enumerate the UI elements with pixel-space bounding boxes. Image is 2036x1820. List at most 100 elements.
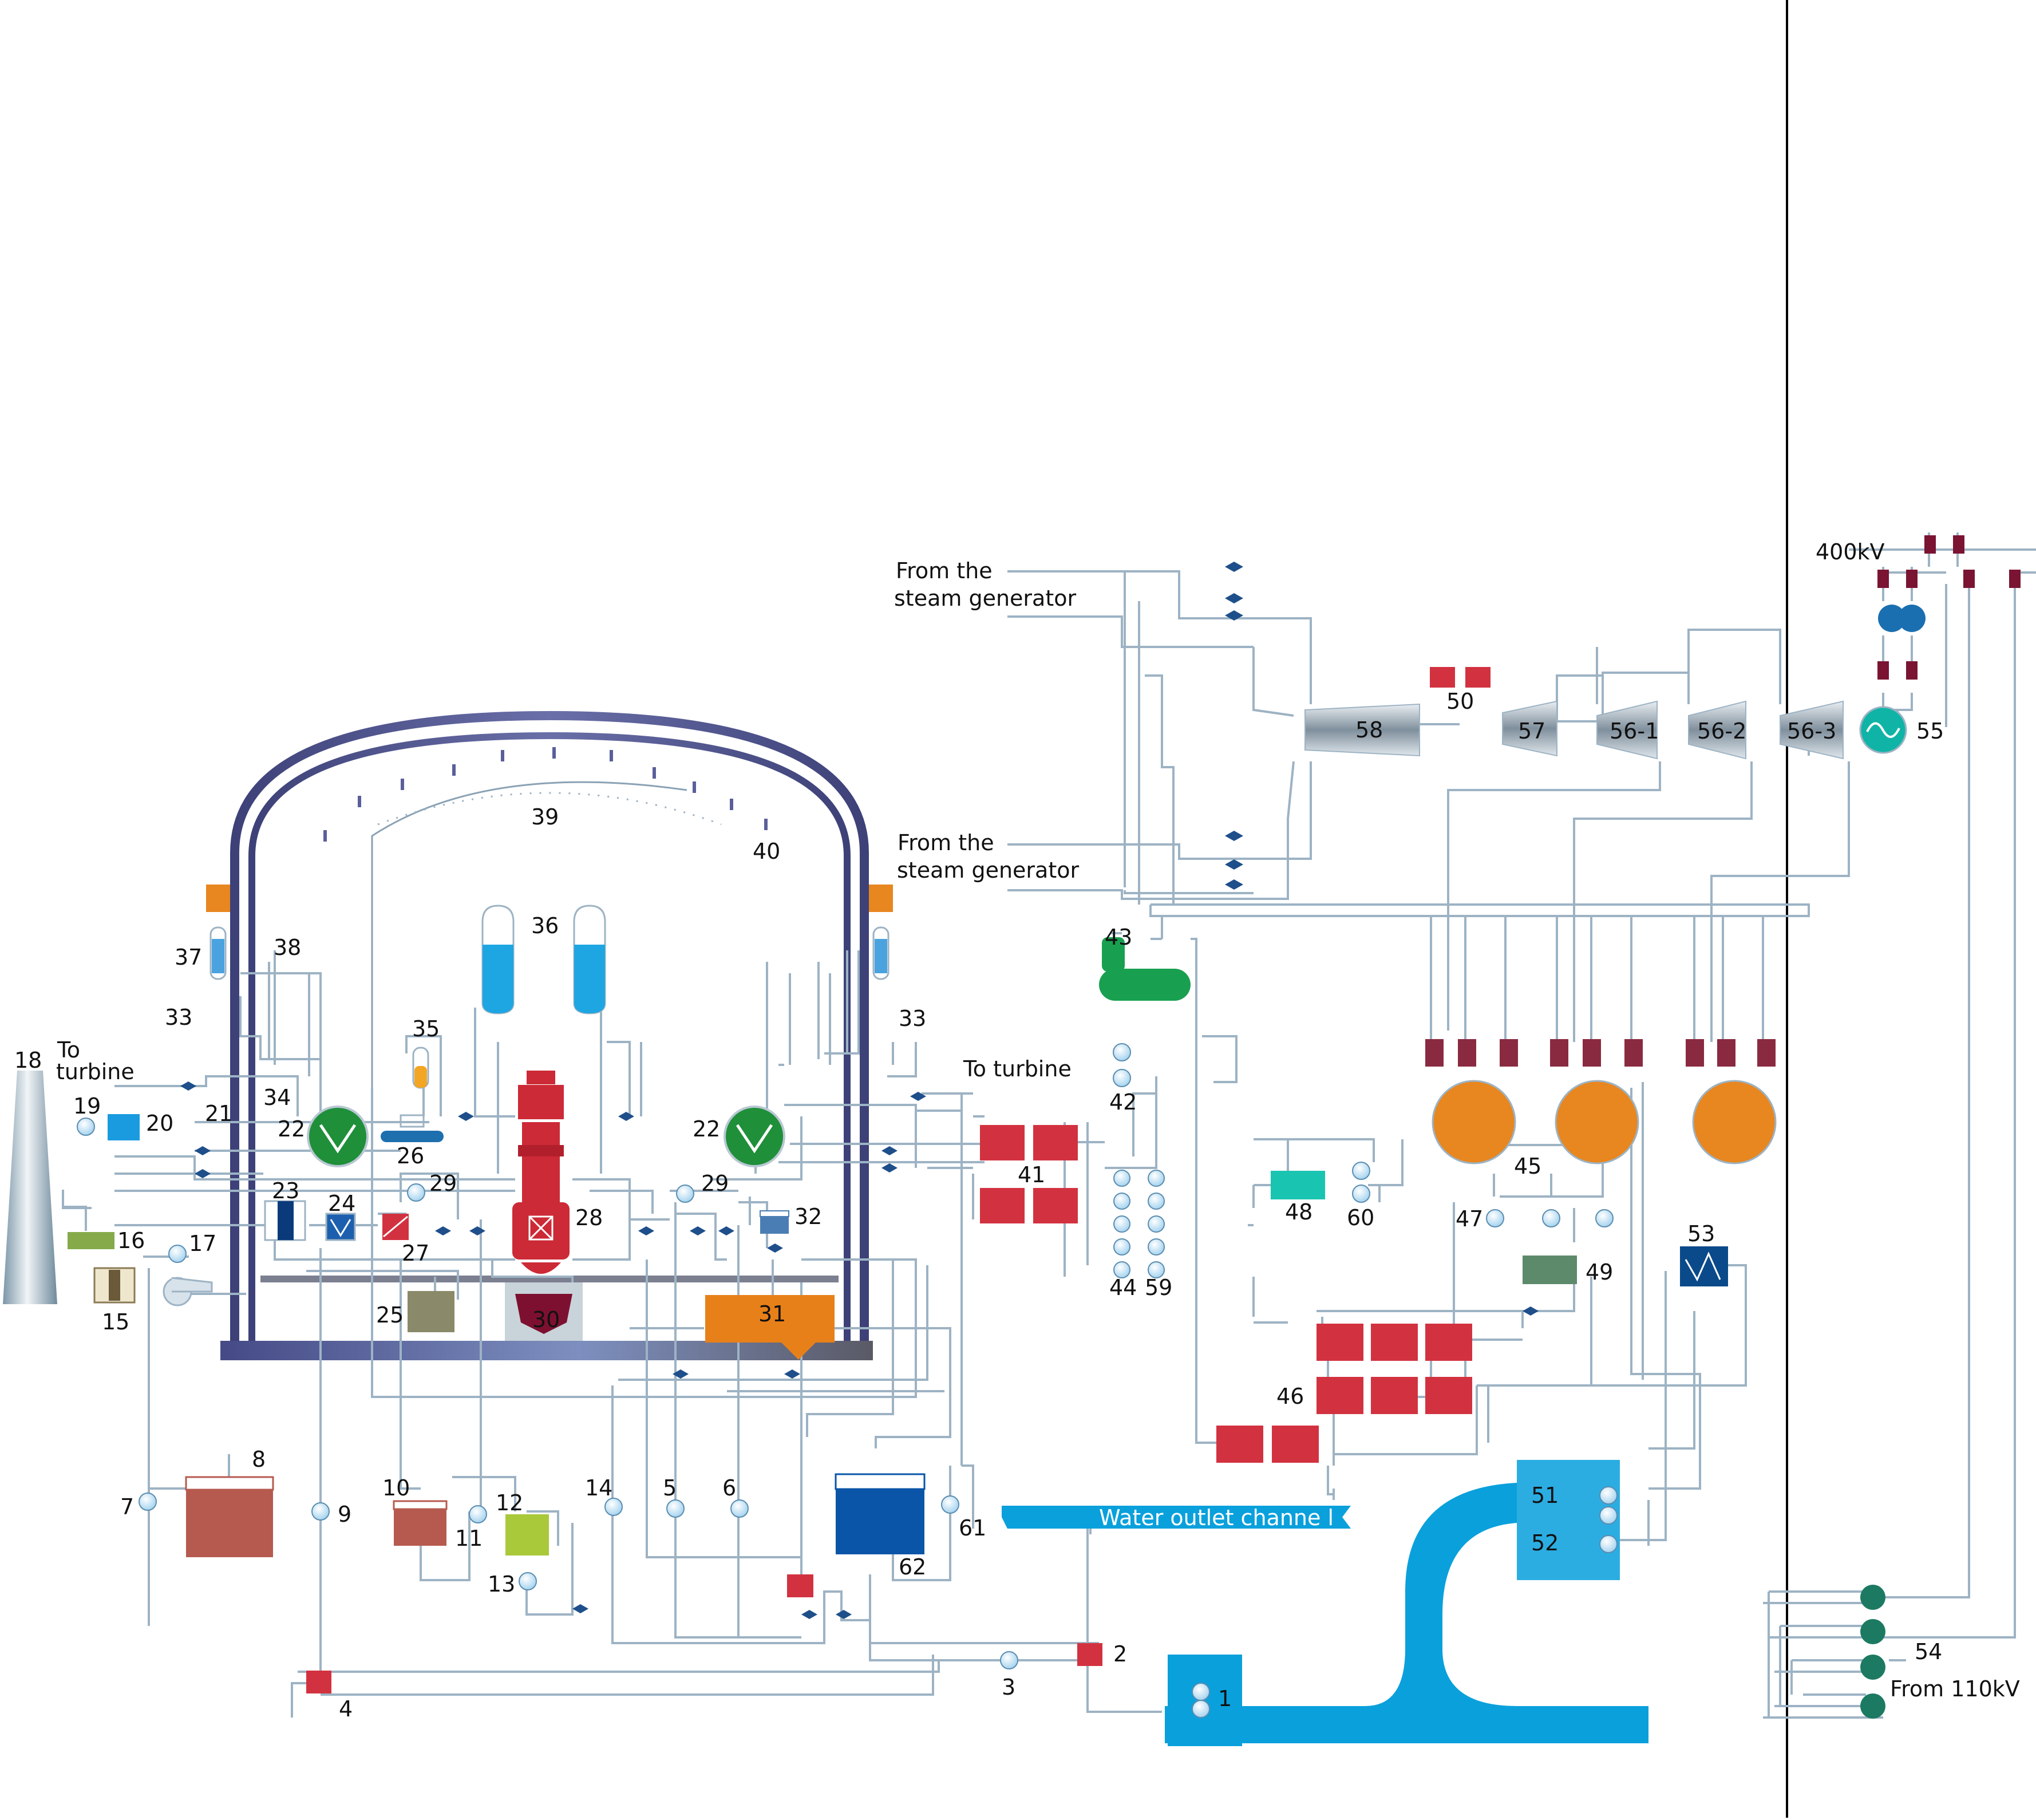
label-from-110kv: From 110kV [1890, 1676, 2020, 1701]
num-41: 41 [1018, 1162, 1045, 1187]
heat-exchanger-bottom [787, 1574, 813, 1597]
num-62: 62 [899, 1554, 926, 1580]
num-40: 40 [753, 839, 780, 864]
num-10: 10 [382, 1475, 410, 1501]
num-20: 20 [146, 1111, 173, 1136]
condenser-45-3 [1693, 1081, 1776, 1163]
condenser-45-2 [1556, 1081, 1638, 1163]
num-25: 25 [376, 1302, 404, 1328]
num-32: 32 [794, 1204, 822, 1229]
num-52: 52 [1531, 1530, 1559, 1556]
num-56-1: 56-1 [1610, 718, 1659, 744]
num-6: 6 [722, 1475, 736, 1501]
num-33-left: 33 [165, 1005, 192, 1030]
heat-exchanger-4 [306, 1671, 331, 1693]
num-12: 12 [496, 1490, 523, 1515]
reheater-50-a [1430, 667, 1455, 688]
num-39: 39 [531, 804, 559, 830]
relief-tank-26 [381, 1131, 444, 1142]
num-28: 28 [575, 1205, 603, 1230]
num-14: 14 [585, 1475, 612, 1501]
steam-generator-22-left [308, 1107, 367, 1166]
pump-bank-44-59 [1114, 1170, 1164, 1278]
num-1: 1 [1218, 1686, 1232, 1711]
num-26: 26 [397, 1143, 424, 1168]
num-45: 45 [1514, 1154, 1541, 1179]
transformer-right [1898, 605, 1926, 632]
num-3: 3 [1002, 1675, 1015, 1700]
num-15: 15 [102, 1309, 129, 1335]
num-59: 59 [1145, 1275, 1172, 1300]
num-33-right: 33 [899, 1006, 926, 1031]
tank-48 [1271, 1171, 1325, 1199]
num-57: 57 [1518, 718, 1545, 744]
cooling-tank-37-top-left [206, 885, 230, 912]
num-13: 13 [488, 1572, 515, 1597]
num-53: 53 [1687, 1221, 1715, 1246]
label-water-outlet: Water outlet channe l [1099, 1505, 1334, 1530]
num-50: 50 [1446, 689, 1474, 714]
num-36: 36 [531, 913, 559, 938]
num-55: 55 [1916, 718, 1944, 744]
num-5: 5 [663, 1475, 677, 1501]
num-48: 48 [1285, 1199, 1312, 1225]
num-35: 35 [412, 1016, 440, 1041]
num-56-3: 56-3 [1787, 718, 1836, 744]
label-to-turbine-right: To turbine [963, 1056, 1072, 1081]
heat-exchanger-53 [1680, 1246, 1728, 1286]
label-to-turbine-left-line2: turbine [56, 1059, 135, 1084]
filter-16 [68, 1232, 114, 1249]
num-27: 27 [402, 1241, 429, 1266]
num-61: 61 [959, 1515, 986, 1541]
label-from-sg-2-line1: From the [898, 830, 994, 855]
num-46: 46 [1276, 1384, 1304, 1409]
num-58: 58 [1355, 717, 1383, 743]
num-22-right: 22 [693, 1116, 720, 1142]
num-18: 18 [14, 1048, 42, 1073]
num-44: 44 [1109, 1275, 1137, 1300]
tank-49 [1523, 1256, 1577, 1284]
num-43: 43 [1105, 925, 1132, 950]
num-29-right: 29 [701, 1171, 729, 1196]
num-29-left: 29 [429, 1171, 457, 1196]
condenser-piping [922, 933, 1746, 1546]
num-42: 42 [1109, 1089, 1137, 1115]
cooling-tank-37-top-right [869, 885, 893, 912]
heaters-46 [1216, 1324, 1472, 1463]
num-11: 11 [455, 1526, 483, 1551]
num-31: 31 [758, 1301, 786, 1326]
num-19: 19 [73, 1093, 101, 1119]
num-22-left: 22 [278, 1116, 305, 1142]
condenser-45-1 [1433, 1081, 1515, 1163]
num-9: 9 [338, 1502, 351, 1527]
num-51: 51 [1531, 1483, 1559, 1508]
label-from-sg-2-line2: steam generator [897, 858, 1079, 883]
num-21: 21 [205, 1101, 232, 1126]
num-47: 47 [1456, 1206, 1483, 1231]
num-7: 7 [120, 1494, 134, 1519]
num-4: 4 [339, 1696, 353, 1722]
num-60: 60 [1347, 1205, 1374, 1230]
reactor-vessel-28 [512, 1071, 570, 1274]
num-23: 23 [272, 1178, 299, 1203]
num-16: 16 [117, 1228, 145, 1253]
sump-25 [408, 1291, 454, 1332]
num-24: 24 [328, 1191, 355, 1216]
num-34: 34 [263, 1085, 291, 1110]
num-17: 17 [189, 1231, 216, 1256]
num-37: 37 [175, 945, 202, 970]
label-from-sg-1-line1: From the [896, 558, 993, 583]
reheater-50-b [1465, 667, 1491, 688]
label-from-sg-1-line2: steam generator [894, 586, 1076, 611]
label-400kv: 400kV [1816, 539, 1885, 564]
ventilation-stack [3, 1071, 57, 1304]
num-8: 8 [252, 1447, 266, 1472]
tank-12 [505, 1514, 549, 1556]
heat-exchanger-2 [1077, 1643, 1102, 1666]
num-2: 2 [1113, 1641, 1127, 1667]
tank-20 [108, 1114, 140, 1140]
condenser-necks [1425, 1039, 1776, 1067]
num-38: 38 [274, 935, 301, 960]
